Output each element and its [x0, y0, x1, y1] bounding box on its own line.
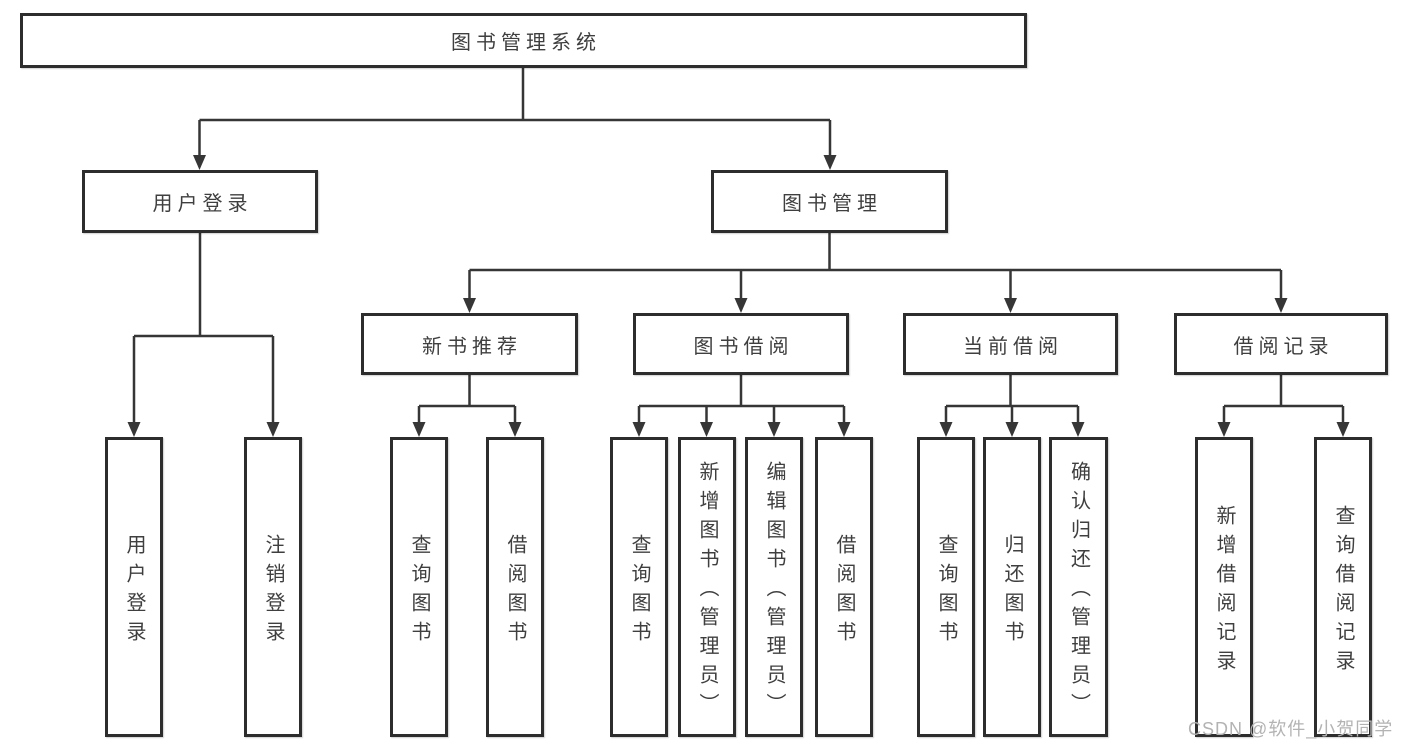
node-label: 新增借阅记录: [1213, 504, 1235, 679]
node-leaf-borrow-book-1: 借阅图书: [486, 437, 544, 737]
node-leaf-user-login: 用户登录: [105, 437, 163, 737]
node-label: 编辑图书（管理员）: [763, 461, 785, 722]
node-label: 用户登录: [123, 533, 145, 650]
node-new-book-recommend: 新书推荐: [361, 313, 578, 375]
node-leaf-edit-book-admin: 编辑图书（管理员）: [745, 437, 803, 737]
node-label: 注销登录: [262, 533, 284, 650]
node-book-management: 图书管理: [711, 170, 948, 233]
node-leaf-confirm-return-admin: 确认归还（管理员）: [1049, 437, 1108, 737]
node-label: 新书推荐: [422, 335, 522, 358]
connector-root-to-level1: [193, 68, 837, 170]
node-leaf-query-book-3: 查询图书: [917, 437, 975, 737]
node-library-management-system: 图书管理系统: [20, 13, 1027, 68]
connector-book-management-children: [463, 233, 1288, 313]
node-label: 借阅图书: [833, 533, 855, 650]
node-leaf-add-book-admin: 新增图书（管理员）: [678, 437, 736, 737]
node-borrow-records: 借阅记录: [1174, 313, 1388, 375]
node-leaf-query-book-2: 查询图书: [610, 437, 668, 737]
connector-borrow-records-children: [1217, 375, 1350, 437]
watermark: CSDN @软件_小贺同学: [1188, 719, 1394, 739]
node-label: 借阅图书: [504, 533, 526, 650]
node-label: 查询借阅记录: [1332, 504, 1354, 679]
node-leaf-add-borrow-record: 新增借阅记录: [1195, 437, 1253, 737]
node-label: 归还图书: [1001, 533, 1023, 650]
connector-new-book-children: [412, 375, 522, 437]
node-label: 当前借阅: [963, 335, 1063, 358]
node-label: 用户登录: [152, 193, 253, 215]
node-leaf-logout: 注销登录: [244, 437, 302, 737]
node-label: 查询图书: [408, 533, 430, 650]
connector-user-login-children: [127, 233, 280, 437]
node-current-borrow: 当前借阅: [903, 313, 1118, 375]
node-leaf-borrow-book-2: 借阅图书: [815, 437, 873, 737]
node-label: 图书管理: [782, 193, 882, 215]
node-label: 新增图书（管理员）: [696, 461, 718, 722]
node-leaf-return-book: 归还图书: [983, 437, 1041, 737]
node-user-login: 用户登录: [82, 170, 318, 233]
connector-book-borrow-children: [632, 375, 851, 437]
node-label: 借阅记录: [1233, 335, 1334, 358]
node-label: 图书借阅: [693, 335, 794, 358]
node-label: 查询图书: [935, 533, 957, 650]
node-label: 确认归还（管理员）: [1067, 461, 1090, 722]
connector-current-borrow-children: [939, 375, 1085, 437]
node-label: 图书管理系统: [451, 32, 601, 54]
node-leaf-query-borrow-record: 查询借阅记录: [1314, 437, 1372, 737]
node-leaf-query-book-1: 查询图书: [390, 437, 448, 737]
node-book-borrow: 图书借阅: [633, 313, 849, 375]
node-label: 查询图书: [628, 533, 650, 650]
